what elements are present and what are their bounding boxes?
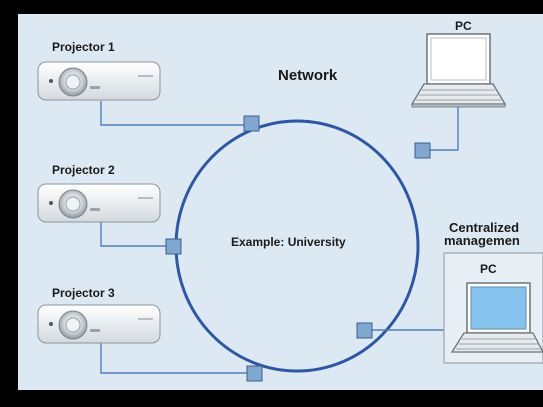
- projector-3: Projector 3: [37, 286, 161, 344]
- projector-icon: [37, 304, 161, 344]
- laptop-icon: [410, 33, 507, 108]
- projector-icon: [37, 61, 161, 101]
- network-node-2: [414, 142, 431, 159]
- central-pc-label: PC: [480, 262, 497, 276]
- projector-1: Projector 1: [37, 40, 161, 101]
- wire-projector-1: [100, 101, 251, 126]
- laptop-icon: [450, 282, 543, 353]
- projector-3-label: Projector 3: [52, 286, 115, 300]
- network-label: Network: [278, 67, 338, 84]
- network-node-1: [243, 115, 260, 132]
- central-title-line1: Centralized: [449, 220, 519, 235]
- wire-projector-2: [100, 222, 172, 247]
- pc-top: PC: [410, 19, 507, 108]
- example-label: Example: University: [231, 235, 346, 249]
- central-title-line2: managemen: [444, 233, 520, 248]
- projector-icon: [37, 183, 161, 223]
- network-node-3: [165, 238, 182, 255]
- network-wires: [100, 101, 459, 374]
- network-node-5: [246, 365, 263, 382]
- projector-2: Projector 2: [37, 163, 161, 223]
- wire-projector-3: [100, 343, 253, 374]
- projector-1-label: Projector 1: [52, 40, 115, 54]
- projector-2-label: Projector 2: [52, 163, 115, 177]
- network-node-4: [356, 322, 373, 339]
- network-nodes: [165, 115, 431, 382]
- pc-top-label: PC: [455, 19, 472, 33]
- wire-pc-top: [423, 106, 459, 151]
